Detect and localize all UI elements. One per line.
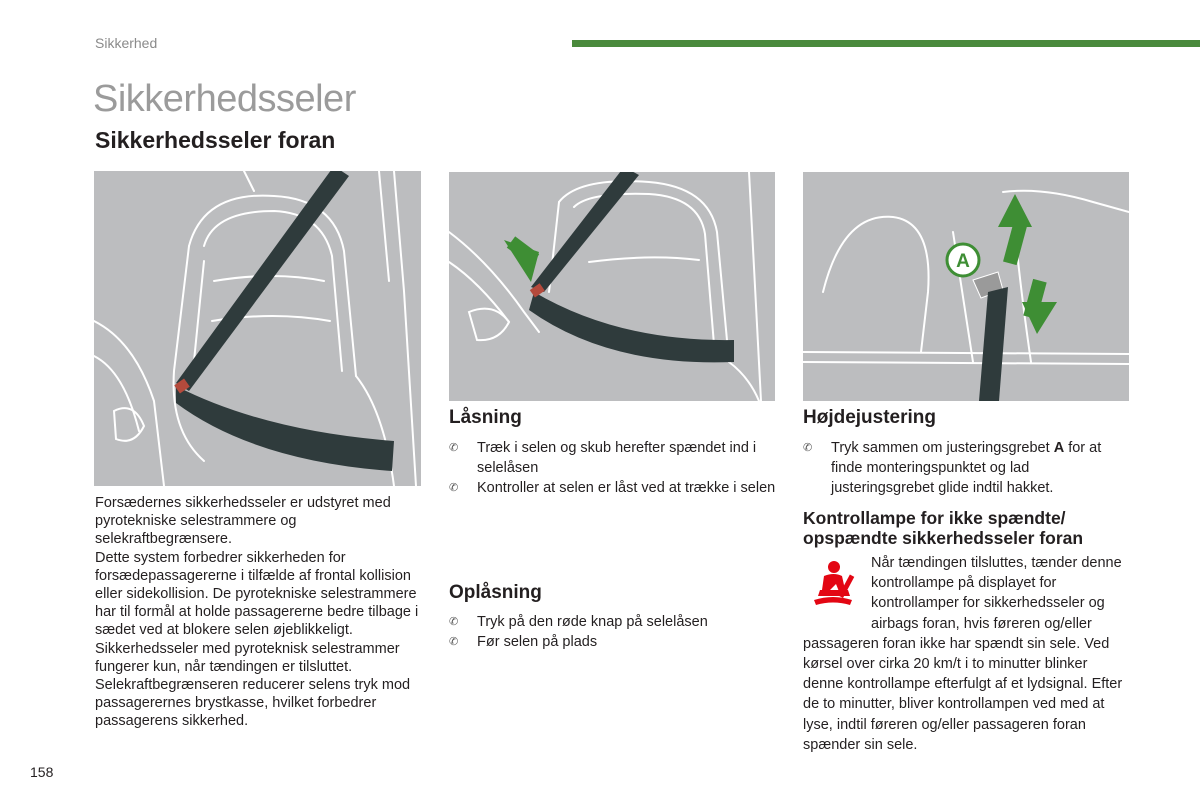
warning-lamp-text: Når tændingen tilsluttes, tænder denne k… (803, 553, 1128, 755)
seatbelt-warning-icon (810, 560, 856, 610)
step-text: Kontroller at selen er låst ved at trækk… (477, 480, 776, 496)
bullet-icon: ✆ (449, 636, 459, 648)
step-text: Før selen på plads (477, 634, 598, 650)
warning-lamp-heading: Kontrollampe for ikke spændte/ opspændte… (803, 508, 1084, 548)
list-item: ✆ Træk i selen og skub herefter spændet i… (449, 438, 779, 478)
intro-paragraph-1: Forsædernes sikkerhedsseler er udstyret … (95, 495, 391, 548)
header-accent-bar (572, 40, 1200, 47)
list-item: ✆ Tryk på den røde knap på selelåsen (449, 612, 779, 632)
seatbelt-locking-illustration (449, 172, 775, 401)
bullet-icon: ✆ (449, 616, 459, 628)
page-subtitle: Sikkerhedsseler foran (95, 127, 336, 153)
list-item: ✆ Før selen på plads (449, 632, 779, 652)
unlocking-heading: Oplåsning (449, 582, 542, 603)
step-text: Træk i selen og skub herefter spændet in… (477, 440, 757, 476)
locking-heading: Låsning (449, 407, 522, 428)
step-text: Tryk på den røde knap på selelåsen (477, 614, 708, 630)
intro-paragraph-2: Dette system forbedrer sikkerheden for f… (95, 549, 419, 639)
intro-paragraph-4: Selekraftbegrænseren reducerer selens tr… (95, 677, 411, 730)
bullet-icon: ✆ (449, 482, 459, 494)
seatbelt-fastened-illustration (94, 171, 421, 486)
section-label: Sikkerhed (95, 35, 158, 51)
page-title: Sikkerhedsseler (93, 78, 356, 120)
intro-paragraph-3: Sikkerhedsseler med pyroteknisk selestra… (95, 640, 400, 675)
seatbelt-height-adjust-illustration: A (803, 172, 1129, 401)
bullet-icon: ✆ (449, 442, 459, 454)
step-text-post: for at finde monteringspunktet og lad ju… (831, 440, 1102, 496)
height-adjust-steps: ✆ Tryk sammen om justeringsgrebet A for a… (803, 438, 1103, 498)
step-text-key: A (1053, 440, 1065, 456)
height-adjust-heading: Højdejustering (803, 407, 937, 428)
list-item: ✆ Tryk sammen om justeringsgrebet A for a… (803, 438, 1103, 498)
step-text-pre: Tryk sammen om justeringsgrebet (831, 440, 1054, 456)
adjuster-marker-a: A (956, 251, 970, 272)
locking-steps: ✆ Træk i selen og skub herefter spændet i… (449, 438, 779, 498)
unlocking-steps: ✆ Tryk på den røde knap på selelåsen ✆ Før… (449, 612, 779, 652)
page-number: 158 (30, 764, 54, 780)
list-item: ✆ Kontroller at selen er låst ved at træk… (449, 478, 779, 498)
bullet-icon: ✆ (803, 442, 813, 454)
intro-text: Forsædernes sikkerhedsseler er udstyret … (95, 494, 425, 731)
warning-text-indented: Når tændingen tilsluttes, tænder denne k… (871, 555, 1122, 632)
warning-text-rest: passageren foran ikke har spændt sin sel… (803, 635, 1123, 753)
